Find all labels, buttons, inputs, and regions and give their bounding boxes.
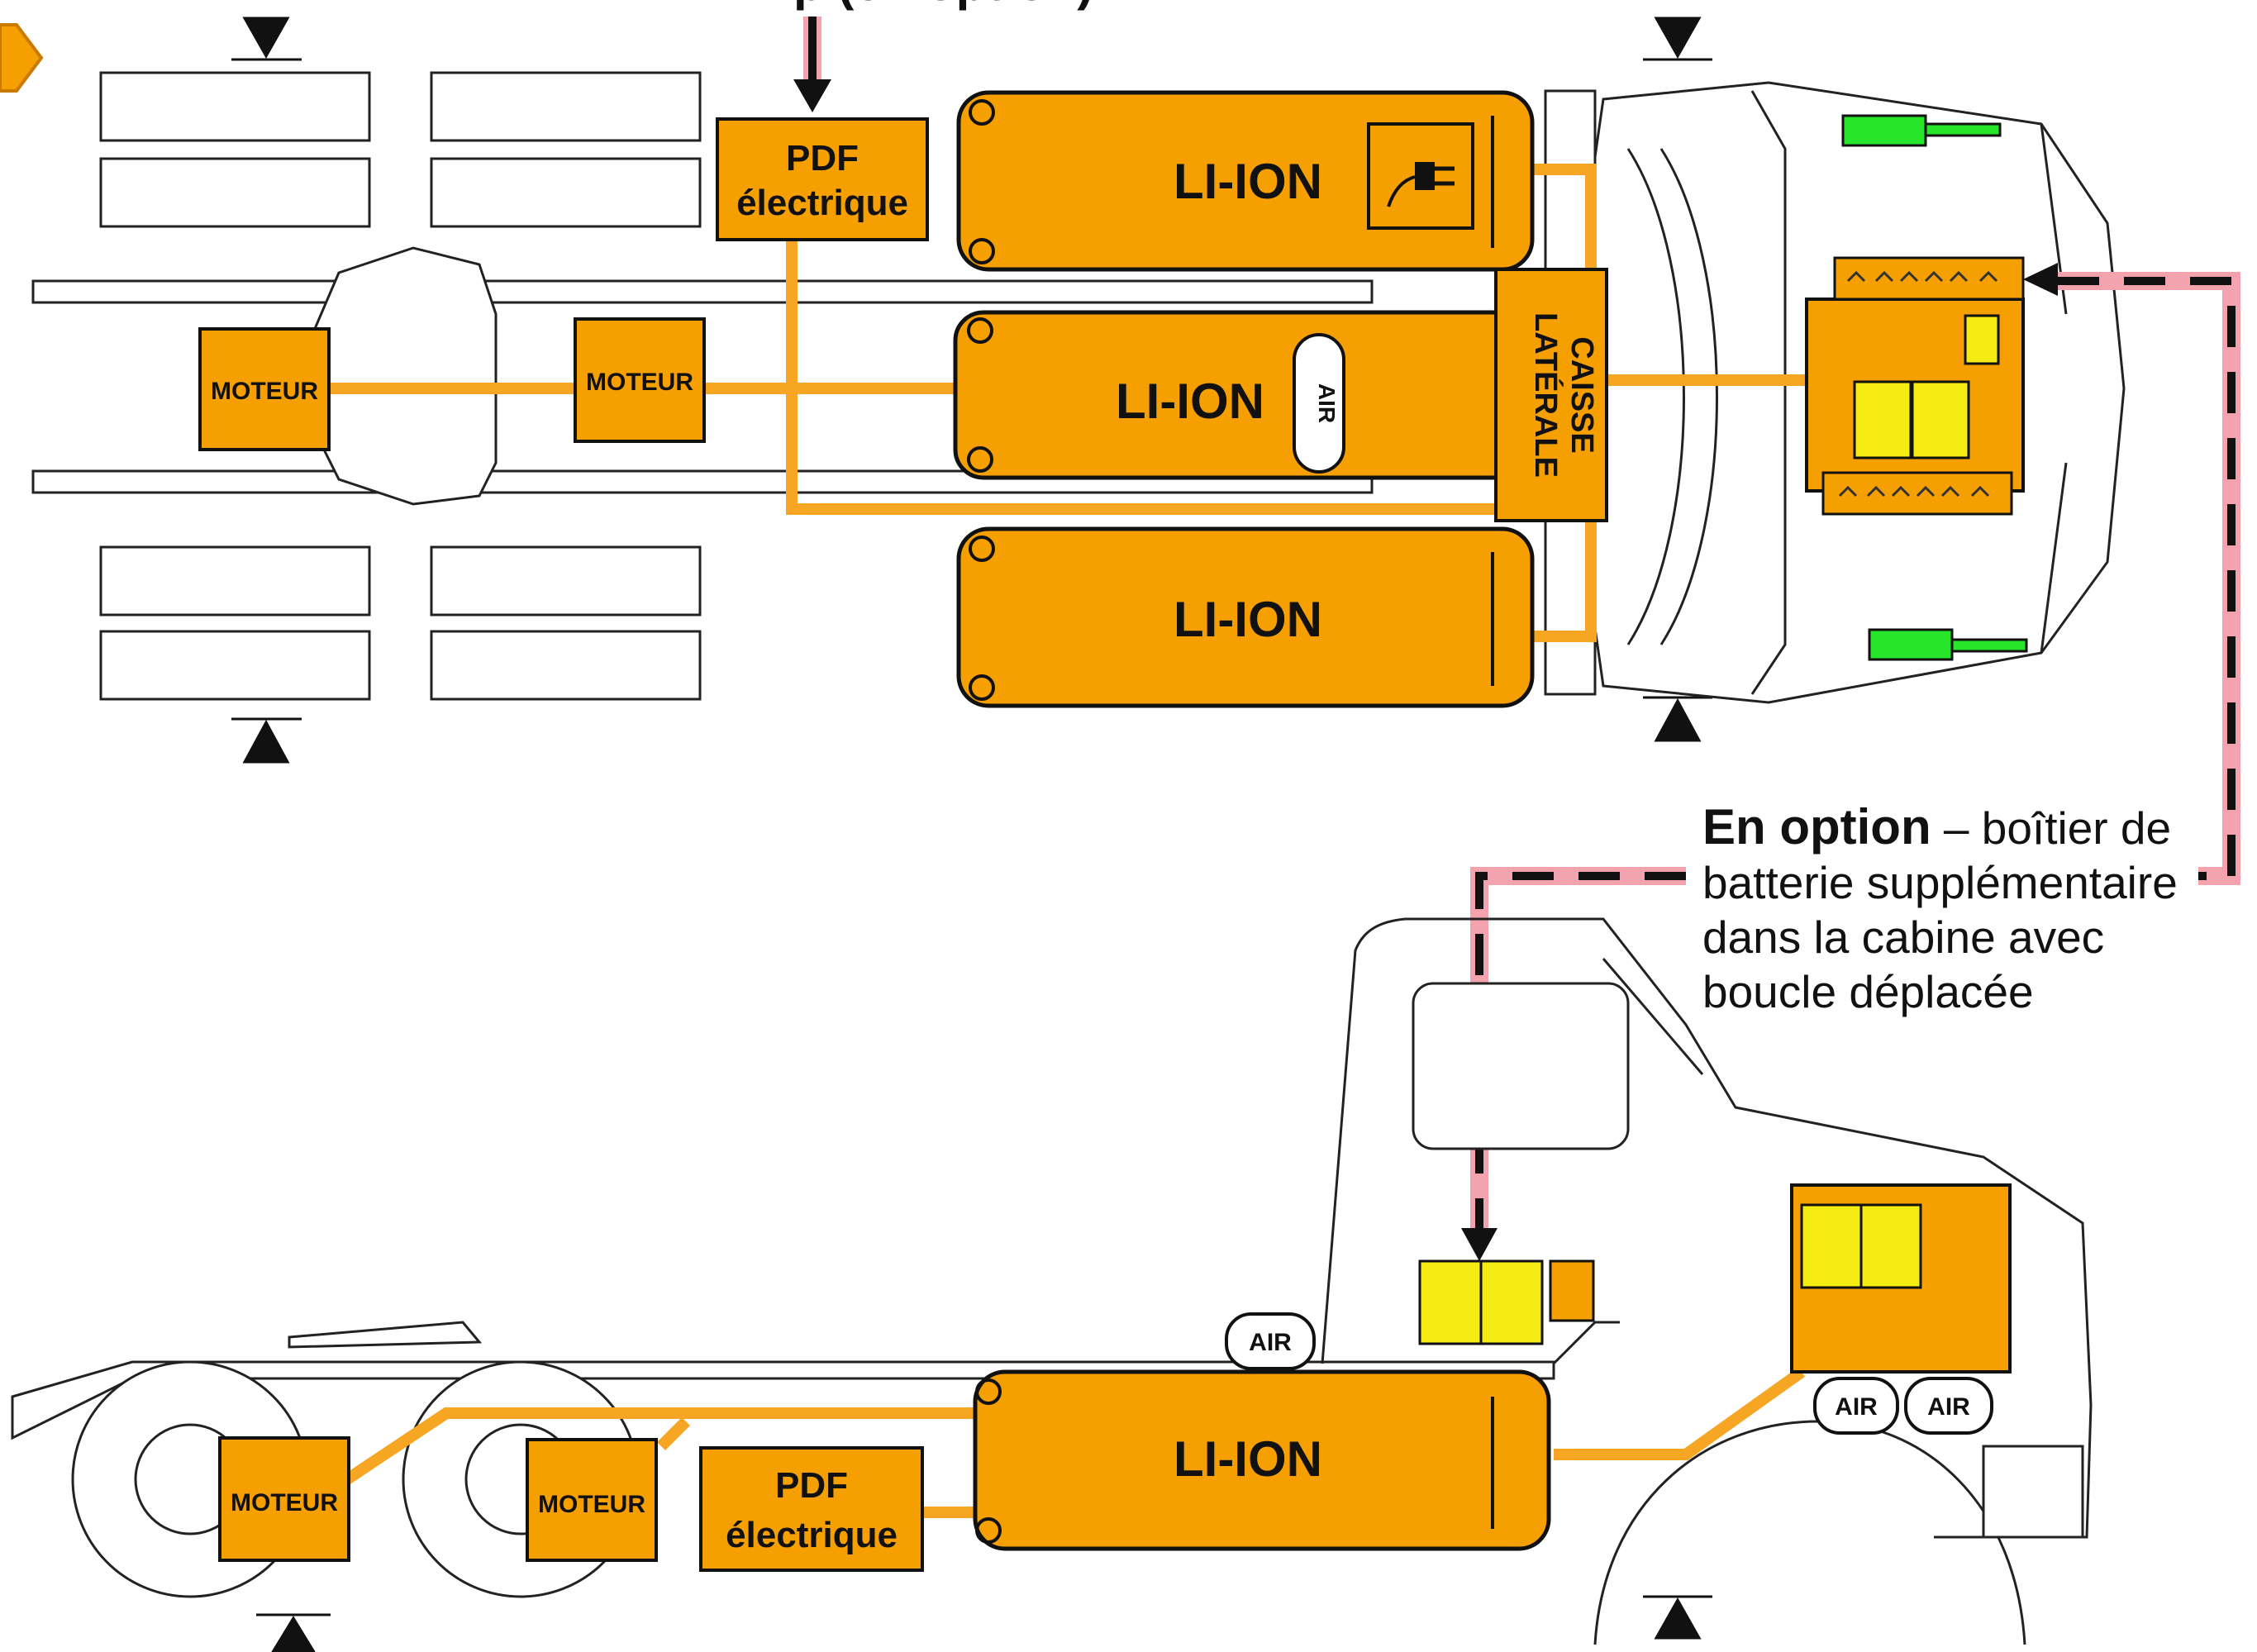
optional-cab-battery — [1418, 1259, 1595, 1345]
section-marker-icon — [256, 1595, 1712, 1652]
pto-label-top-1: PDF — [786, 138, 859, 179]
motor-side-rear — [218, 1436, 350, 1562]
li-ion-battery-top-1 — [956, 90, 1535, 272]
air-label: AIR — [1927, 1393, 1970, 1421]
charge-plug-icon — [1367, 122, 1474, 230]
li-ion-battery-top-3 — [956, 526, 1535, 708]
motor-top-rear — [198, 327, 331, 451]
air-tank — [1813, 1377, 1899, 1435]
optional-note-line2: batterie supplémentaire — [1702, 857, 2178, 908]
air-label: AIR — [1249, 1329, 1292, 1356]
optional-note-line4: boucle déplacée — [1702, 966, 2034, 1017]
motor-label: MOTEUR — [231, 1489, 338, 1516]
fifth-wheel — [312, 246, 498, 506]
pto-box-top — [716, 117, 929, 241]
side-box — [1494, 268, 1608, 522]
motor-label: MOTEUR — [211, 378, 318, 405]
mirror — [1841, 114, 2028, 661]
cab-battery-box-side — [1790, 1183, 2012, 1373]
top-header-text: …p (en option) — [744, 0, 1093, 11]
section-marker-icon — [231, 17, 1712, 764]
optional-note: En option – boîtier de batterie suppléme… — [1702, 800, 2198, 1019]
top-tires — [99, 71, 702, 701]
optional-note-dash: – — [1931, 802, 1982, 854]
li-ion-label: LI-ION — [1174, 154, 1322, 209]
optional-note-line3: dans la cabine avec — [1702, 912, 2105, 963]
arrow-down-icon — [1461, 1228, 1498, 1261]
optional-note-line1: boîtier de — [1981, 802, 2172, 854]
motor-top-front — [574, 317, 706, 443]
pto-box-side — [699, 1446, 924, 1572]
corner-tab-icon — [0, 23, 44, 93]
air-tank — [1904, 1377, 1993, 1435]
side-hv-cables — [344, 1367, 1806, 1518]
motor-side-front — [526, 1438, 658, 1562]
li-ion-label: LI-ION — [1174, 592, 1322, 647]
pto-label-side-1: PDF — [775, 1465, 848, 1506]
arrow-down-icon — [793, 17, 831, 112]
pto-label-top-2: électrique — [736, 183, 908, 223]
top-hv-cables — [331, 164, 1810, 642]
air-label: AIR — [1314, 383, 1340, 423]
air-label: AIR — [1835, 1393, 1878, 1421]
motor-label: MOTEUR — [586, 369, 693, 396]
side-box-label-1: CAISSE — [1564, 336, 1599, 453]
li-ion-label: LI-ION — [1116, 374, 1264, 429]
li-ion-label: LI-ION — [1174, 1431, 1322, 1487]
optional-note-bold: En option — [1702, 799, 1931, 855]
cab-battery-box-top — [1805, 256, 2025, 516]
pto-label-side-2: électrique — [726, 1515, 898, 1555]
li-ion-battery-side — [973, 1369, 1551, 1551]
arrow-left-icon — [2023, 263, 2058, 296]
air-tank — [1293, 333, 1345, 474]
motor-label: MOTEUR — [538, 1491, 645, 1518]
air-tank — [1225, 1312, 1316, 1370]
side-box-label-2: LATÉRALE — [1528, 312, 1564, 478]
